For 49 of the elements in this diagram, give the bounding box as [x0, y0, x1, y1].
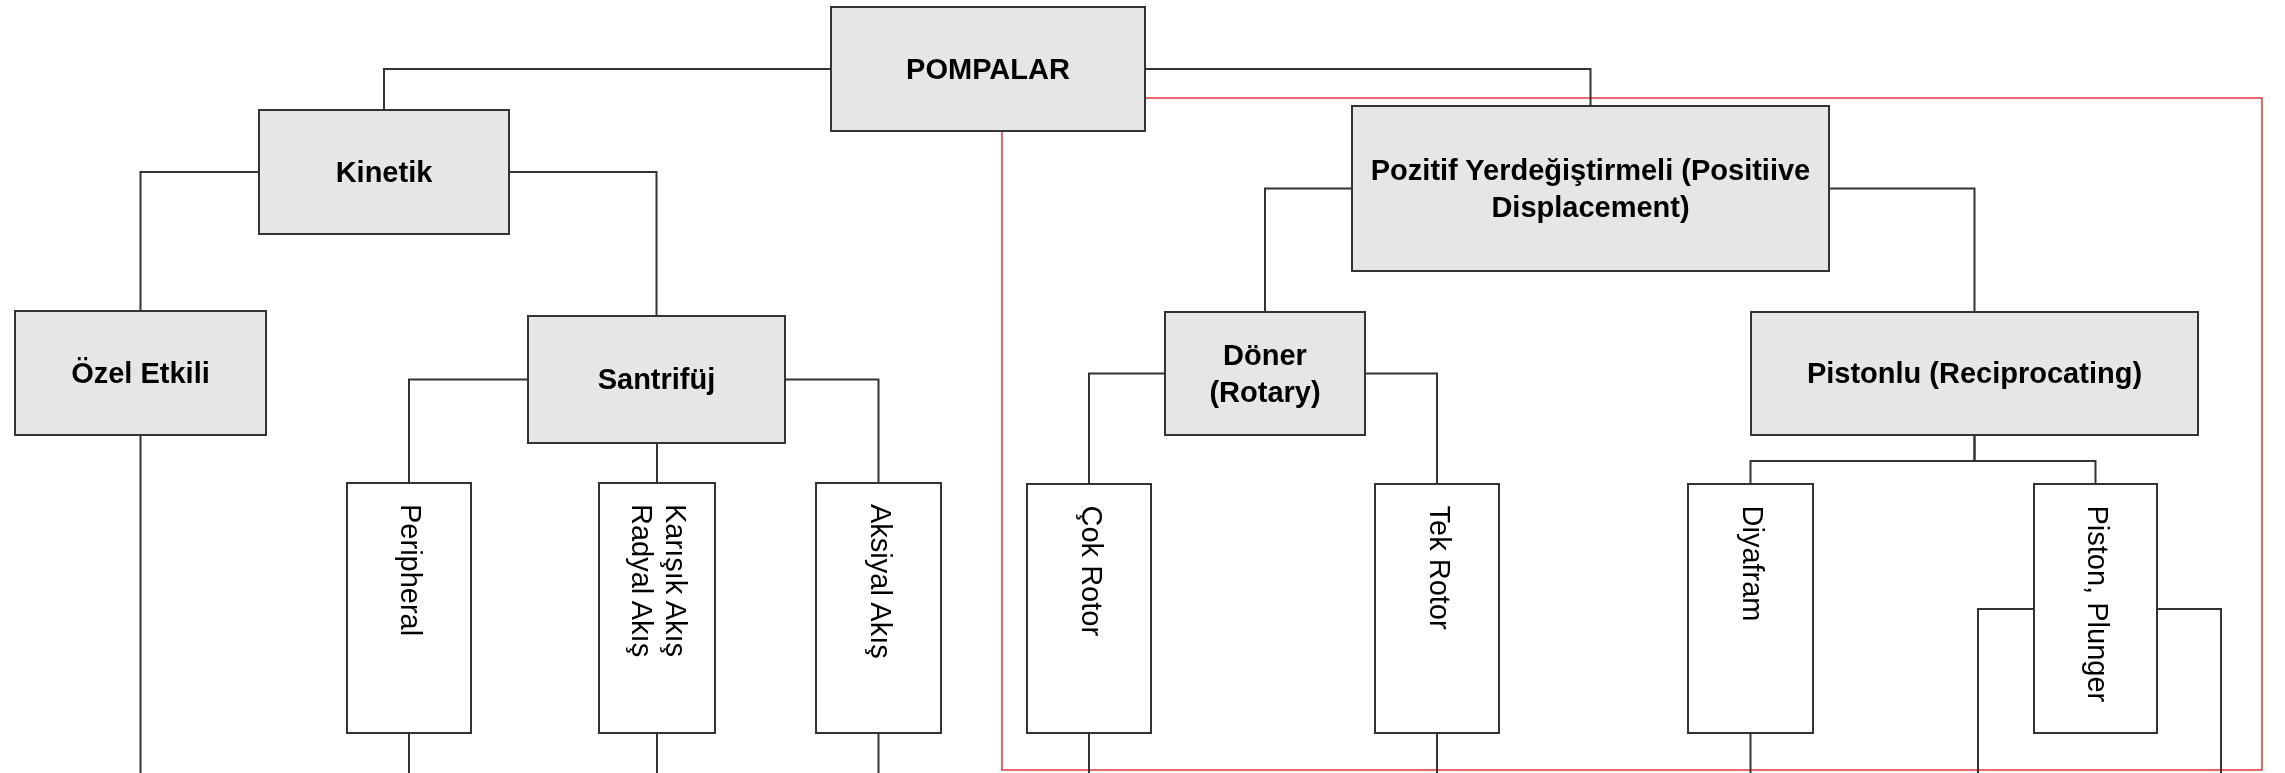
connector-line	[656, 443, 658, 483]
connector-line	[656, 733, 658, 773]
box-label: Santrifüj	[596, 362, 717, 397]
vertical-label: Piston, Plunger	[2080, 504, 2115, 704]
type-box	[815, 482, 942, 734]
box-label: Pozitif Yerdeğiştirmeli (Positiive Displacement)	[1369, 152, 1812, 225]
connector-line	[2157, 608, 2222, 773]
vertical-label: Diyafram	[1735, 504, 1770, 623]
connector-line	[1977, 608, 2034, 773]
connector-line	[383, 68, 831, 110]
box-label: Kinetik	[334, 154, 434, 190]
category-box	[830, 6, 1146, 132]
connector-line	[1145, 68, 1592, 106]
connector-line	[1973, 435, 2097, 484]
type-box	[598, 482, 716, 734]
connector-line	[408, 378, 528, 483]
connector-line	[1088, 372, 1165, 484]
connector-line	[1264, 187, 1352, 312]
category-box	[258, 109, 510, 235]
connector-line	[1749, 733, 1752, 773]
vertical-label: Tek Rotor	[1422, 504, 1456, 632]
type-box	[346, 482, 472, 734]
vertical-label: Çok Rotor	[1074, 504, 1108, 638]
connector-line	[139, 435, 142, 773]
connector-line	[509, 171, 658, 316]
type-box	[1374, 483, 1500, 734]
box-label: Döner (Rotary)	[1208, 337, 1322, 410]
category-box	[1351, 105, 1830, 272]
box-label: Pistonlu (Reciprocating)	[1805, 356, 2144, 391]
connector-line	[1436, 733, 1438, 773]
vertical-label: Karışık Akış Radyal Akış	[625, 503, 693, 660]
type-box	[1687, 483, 1814, 734]
connector-line	[1365, 372, 1438, 484]
type-box	[1026, 483, 1152, 734]
category-box	[14, 310, 267, 436]
category-box	[527, 315, 786, 444]
connector-line	[1088, 733, 1090, 773]
box-label: Özel Etkili	[70, 355, 211, 391]
connector-line	[785, 378, 880, 483]
category-box	[1750, 311, 2199, 436]
connector-line	[408, 733, 410, 773]
connector-line	[877, 733, 880, 773]
connector-line	[139, 171, 259, 311]
vertical-label: Aksiyal Akış	[863, 503, 898, 661]
category-box	[1164, 311, 1366, 436]
vertical-label: Peripheral	[394, 503, 428, 639]
box-label: POMPALAR	[905, 51, 1071, 87]
connector-line	[1829, 187, 1976, 312]
type-box	[2033, 483, 2158, 734]
